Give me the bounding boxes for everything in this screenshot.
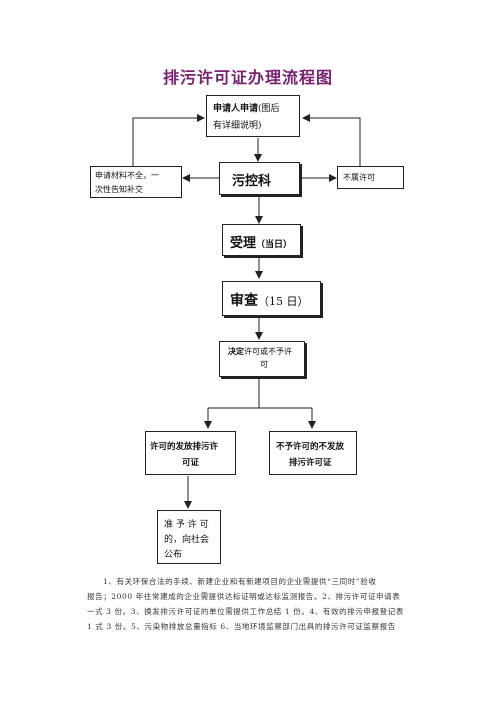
grant-line2: 可证 <box>182 458 200 468</box>
not-permit-box: 不属许可 <box>337 166 404 189</box>
apply-label-line2: 有详细说明) <box>213 121 262 131</box>
decide-label-line2: 可 <box>260 360 268 369</box>
publish-box: 准 予 许 可 的，向社会 公布 <box>157 510 221 564</box>
pollution-dept-label: 污控科 <box>232 174 272 189</box>
footnote-line: 1 式 3 份。5、污染物排放总量指标 6、当地环境监察部门出具的排污许可证监察… <box>87 622 396 631</box>
grant-line1: 许可的发放排污许 <box>150 442 219 452</box>
accept-label: 受理 <box>230 236 257 251</box>
decide-box: 决定许可或不予许 可 <box>219 341 305 377</box>
arrow-incomplete-to-apply <box>132 114 205 166</box>
decide-label-bold: 决定 <box>228 347 244 356</box>
page-title: 排污许可证办理流程图 <box>162 68 333 87</box>
apply-label-rest: (图后 <box>258 104 280 114</box>
pollution-dept-box: 污控科 <box>219 162 300 195</box>
publish-line3: 公布 <box>164 550 183 560</box>
accept-sublabel: （当日） <box>256 240 293 250</box>
footnote-line: 一式 3 份。3、换发排污许可证的单位需提供工作总结 1 份。4、有效的排污申报… <box>87 607 404 616</box>
arrow-notpermit-to-apply <box>302 114 361 166</box>
apply-label-bold: 申请人申请 <box>213 104 259 114</box>
footnote: 1、有关环保合法的手续、新建企业和有新建项目的企业需提供“三同时”验收 报告；2… <box>87 574 417 634</box>
publish-line2: 的，向社会 <box>164 535 210 545</box>
accept-box: 受理（当日） <box>222 224 301 256</box>
deny-line1: 不予许可的不发放 <box>276 442 345 452</box>
grant-box: 许可的发放排污许 可证 <box>145 431 236 475</box>
review-label: 审查 <box>230 293 258 309</box>
deny-box: 不予许可的不发放 排污许可证 <box>269 431 357 475</box>
deny-line2: 排污许可证 <box>289 458 332 468</box>
not-permit-label: 不属许可 <box>343 173 375 182</box>
decide-label-rest: 许可或不予许 <box>244 347 292 356</box>
review-sublabel: （15 日） <box>258 295 309 308</box>
incomplete-box: 申请材料不全，一 次性告知补交 <box>90 166 182 198</box>
publish-line1: 准 予 许 可 <box>164 520 209 530</box>
incomplete-line2: 次性告知补交 <box>95 185 143 194</box>
footnote-line: 1、有关环保合法的手续、新建企业和有新建项目的企业需提供“三同时”验收 <box>103 577 377 586</box>
review-box: 审查（15 日） <box>222 281 321 316</box>
footnote-line: 报告；2000 年往常建成的企业需提供达标证明或达标监测报告。2、排污许可证申请… <box>87 592 401 601</box>
incomplete-line1: 申请材料不全，一 <box>95 171 159 180</box>
apply-box: 申请人申请(图后 有详细说明) <box>206 95 300 137</box>
